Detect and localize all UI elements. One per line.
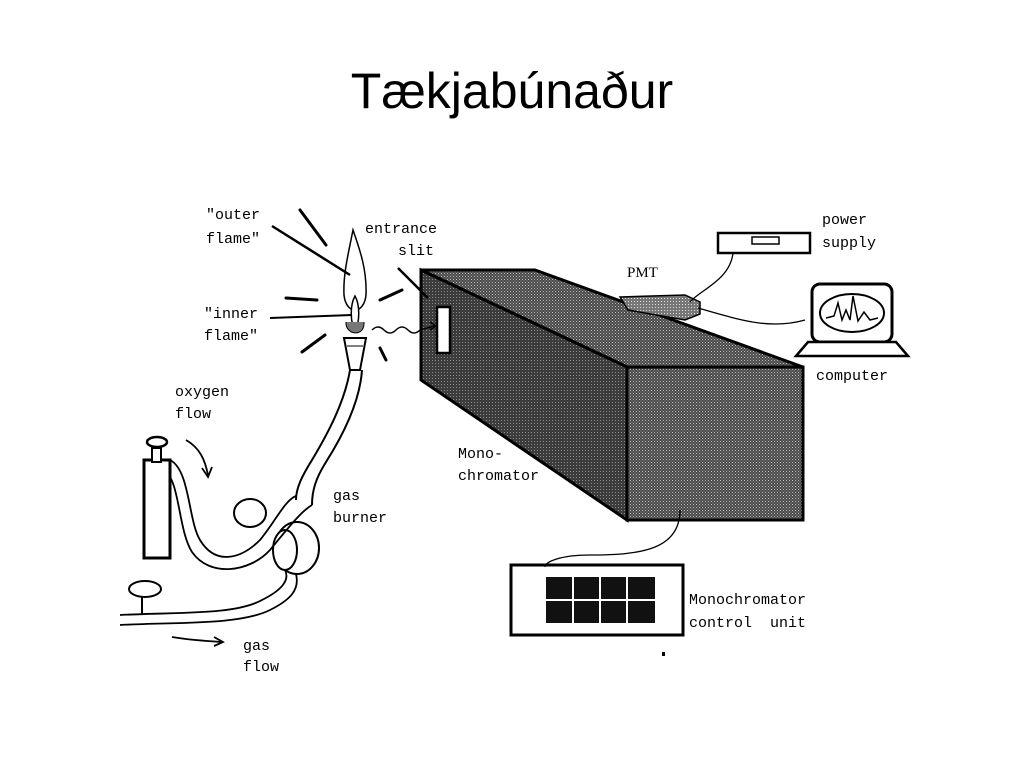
label-power-supply-2: supply [822,235,876,252]
power-cable [689,252,734,303]
monochromator-box [419,267,805,523]
outer-flame-leader [271,224,351,277]
label-computer: computer [816,368,888,385]
oxygen-flow-arrow [185,439,213,479]
label-gas-flow-1: gas [243,638,270,655]
label-monochromator-2: chromator [458,468,539,485]
gas-regulator [128,580,162,615]
hoses [119,459,313,626]
label-gas-burner-2: burner [333,510,387,527]
label-gas-burner-1: gas [333,488,360,505]
label-monochromator-1: Mono- [458,446,503,463]
label-power-supply-1: power [822,212,867,229]
label-pmt: PMT [627,265,658,281]
label-control-unit-1: Monochromator [689,592,806,609]
oxygen-cylinder [142,435,172,560]
stray-dot [662,652,665,656]
entrance-slit-leader [397,267,429,299]
pmt-tube [618,294,701,321]
label-oxygen-flow-2: flow [175,406,211,423]
label-oxygen-flow-1: oxygen [175,384,229,401]
control-cable [544,509,681,568]
label-entrance-slit-1: entrance [365,221,437,238]
monochromator-control-unit [509,563,685,637]
flame-rays [284,208,404,362]
power-supply [716,231,812,255]
gas-flow-arrow [171,636,226,647]
label-outer-flame-1: "outer [206,207,260,224]
label-inner-flame-1: "inner [204,306,258,323]
pmt-to-computer-cable [697,307,806,325]
inner-flame-leader [269,314,353,319]
burner-valves [233,498,320,575]
burner-tube [295,369,363,506]
light-path [371,325,435,334]
slide-title: Tækjabúnaður [350,63,674,119]
label-entrance-slit-2: slit [398,243,434,260]
flame [343,227,367,334]
label-outer-flame-2: flame" [206,231,260,248]
label-gas-flow-2: flow [243,659,279,676]
label-inner-flame-2: flame" [204,328,258,345]
label-control-unit-2: control unit [689,615,806,632]
computer [793,282,911,358]
burner-tip [342,337,368,371]
